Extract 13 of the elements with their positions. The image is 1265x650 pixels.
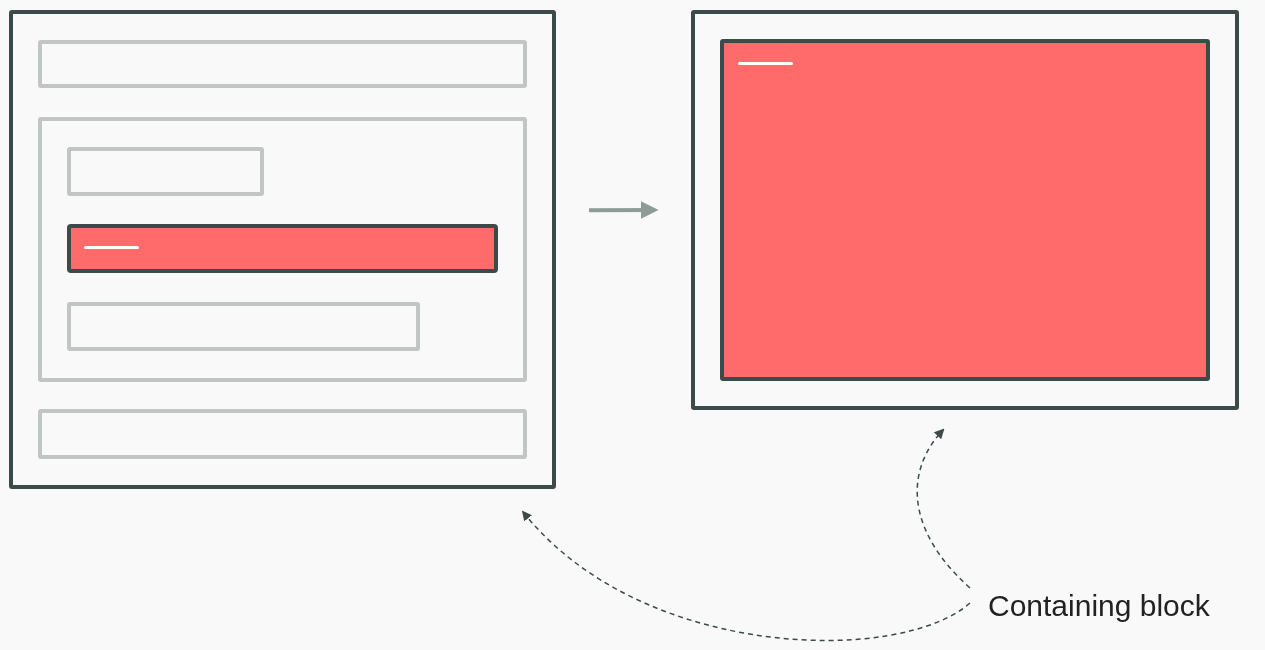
dashed-arrow	[521, 510, 971, 641]
dashed-arrow	[916, 428, 971, 589]
outline-box	[67, 147, 264, 196]
outline-box	[67, 302, 420, 351]
arrow	[589, 201, 659, 220]
outline-box	[38, 40, 527, 88]
highlighted-bar	[67, 224, 498, 273]
outline-box	[38, 117, 527, 382]
outline-box	[9, 10, 556, 489]
callout-label: Containing block	[988, 586, 1210, 626]
outline-box	[691, 10, 1239, 410]
outline-box	[38, 409, 527, 459]
outline-box	[720, 39, 1210, 381]
